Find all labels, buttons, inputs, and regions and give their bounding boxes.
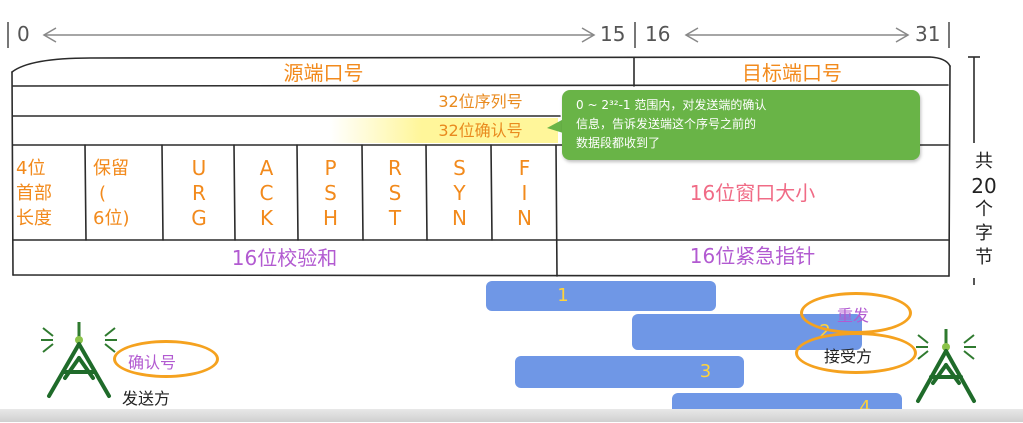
- ack-highlight: [330, 118, 558, 143]
- flag-ack: A C K: [259, 156, 274, 230]
- sender-label: 发送方: [122, 389, 171, 408]
- tcp-header-grid: [11, 56, 980, 285]
- flag-psh: P S H: [322, 156, 339, 230]
- total-20-bytes-note: 共 20 个 字 节: [971, 151, 997, 268]
- destination-port-field: 目标端口号: [742, 61, 842, 85]
- ack-number-label: 确认号: [128, 353, 177, 372]
- flag-syn: S Y N: [452, 156, 467, 230]
- ruler-arrow-right: [684, 27, 910, 43]
- ruler-label-15: 15: [600, 22, 626, 46]
- checksum-field: 16位校验和: [231, 246, 338, 270]
- ack-explanation-bubble: 0 ~ 2³²-1 范围内，对发送端的确认 信息，告诉发送端这个序号之前的 数据…: [562, 90, 920, 160]
- acknowledgment-number-field: 32位确认号: [438, 121, 523, 140]
- ruler-label-0: 0: [17, 22, 30, 46]
- segment-1: 1: [486, 281, 716, 311]
- resend-label: 重发: [837, 306, 870, 325]
- ruler-arrow-left: [42, 27, 596, 43]
- segment-3: 3: [515, 356, 744, 388]
- reserved-field: 保留 ( 6位): [93, 158, 130, 229]
- ruler-label-16: 16: [645, 22, 671, 46]
- sequence-number-field: 32位序列号: [438, 92, 523, 111]
- header-length-field: 4位 首部 长度: [16, 158, 52, 229]
- receiver-label: 接受方: [824, 347, 873, 366]
- receiver-antenna-icon: [916, 329, 976, 403]
- window-size-field: 16位窗口大小: [689, 181, 816, 205]
- receiver-oval: [795, 332, 917, 374]
- flag-rst: R S T: [388, 156, 402, 230]
- ack-number-oval: [113, 340, 219, 378]
- source-port-field: 源端口号: [283, 61, 364, 85]
- flag-urg: U R G: [191, 156, 207, 230]
- urgent-pointer-field: 16位紧急指针: [689, 244, 816, 268]
- flag-fin: F I N: [517, 156, 532, 230]
- sender-antenna-icon: [41, 322, 117, 398]
- bit-ruler: 0 15 16 31: [0, 0, 1023, 50]
- footer-bar: [0, 409, 1023, 422]
- ruler-label-31: 31: [915, 22, 941, 46]
